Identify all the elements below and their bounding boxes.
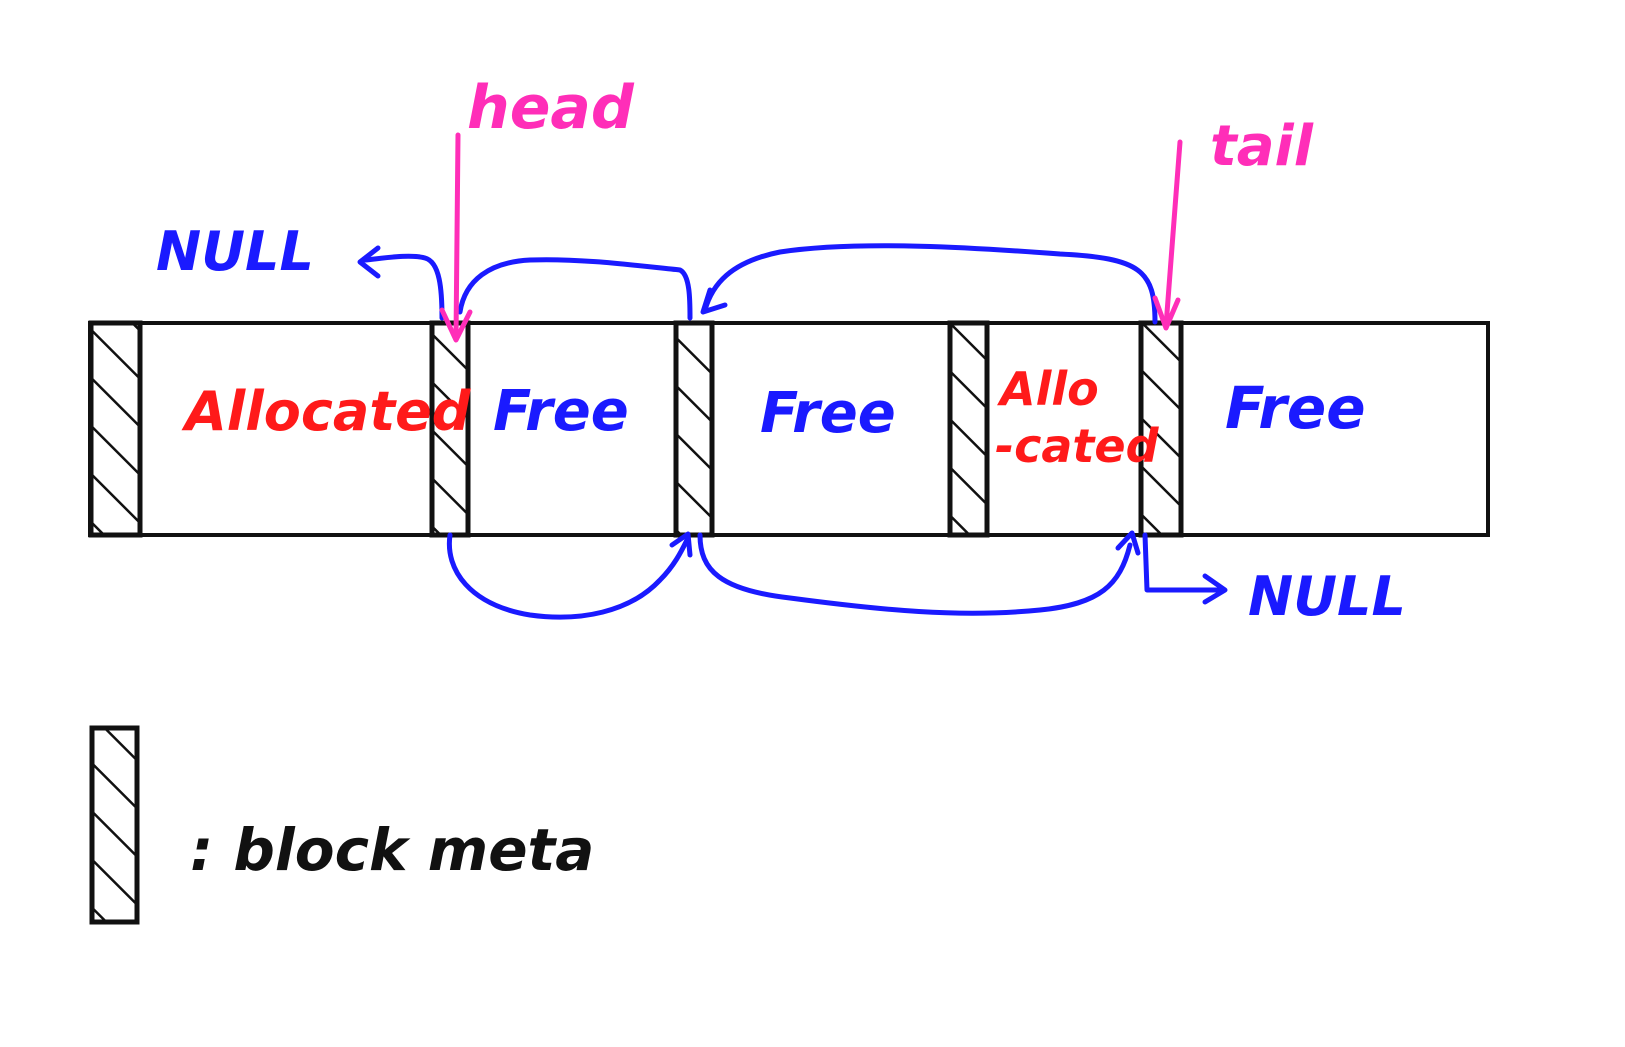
meta-strip	[673, 320, 715, 538]
meta-strip	[88, 320, 143, 538]
null-label-right: NULL	[1248, 565, 1406, 628]
block-label-allocated: -cated	[995, 419, 1160, 473]
meta-strip	[947, 320, 990, 538]
block-label-free: Free	[760, 381, 896, 446]
next-link-top	[457, 257, 693, 321]
head-label: head	[467, 73, 635, 143]
prev-link-arrows	[357, 243, 1158, 325]
block-label-allocated: Allo	[997, 362, 1099, 416]
legend-meta-swatch	[89, 725, 140, 925]
block-label-free: Free	[493, 379, 629, 444]
null-label-left: NULL	[156, 220, 314, 283]
next-link-arrows	[446, 530, 1228, 620]
block-label-free: Free	[1225, 374, 1366, 442]
tail-pointer-arrow	[1152, 139, 1183, 331]
block-label-allocated: Allocated	[181, 380, 472, 443]
meta-strip	[1138, 320, 1184, 538]
head-pointer-arrow	[439, 132, 473, 343]
tail-label: tail	[1210, 114, 1314, 179]
legend-label: : block meta	[190, 816, 594, 884]
